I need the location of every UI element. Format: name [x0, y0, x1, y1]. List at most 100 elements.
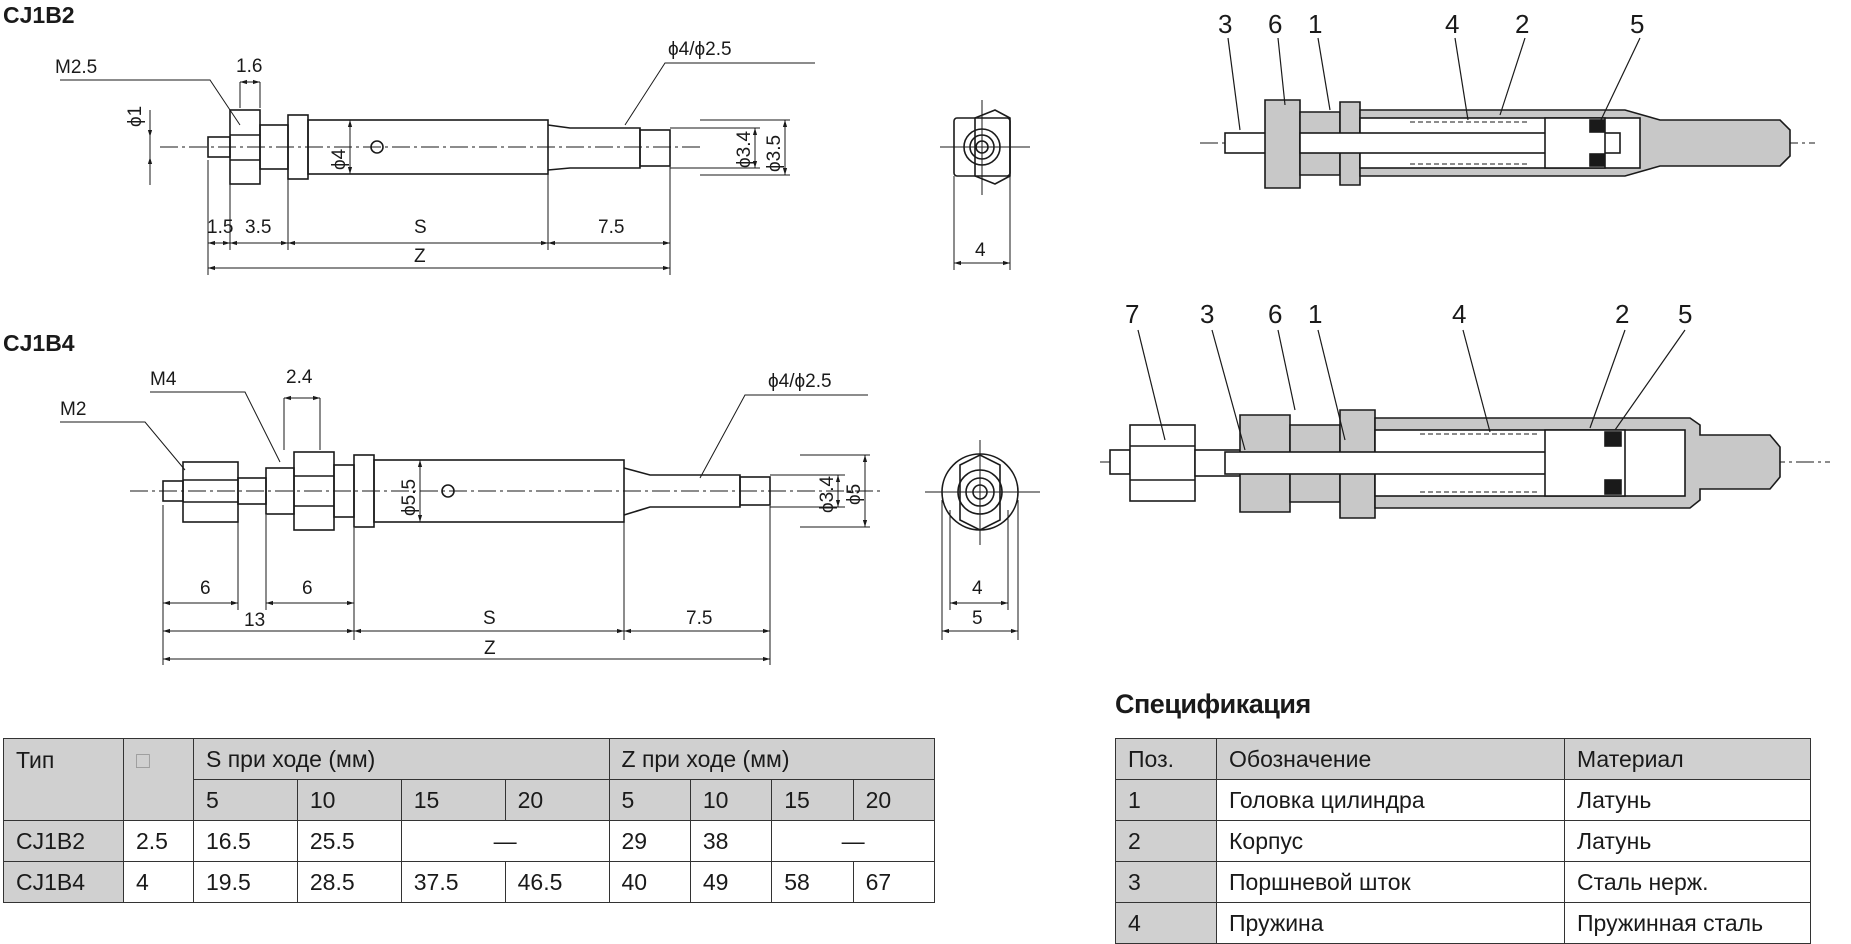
box-cell: 4: [123, 861, 194, 903]
spec-name: Корпус: [1216, 820, 1565, 862]
value-cell: —: [771, 820, 935, 862]
cj1b2-nut-width-label: 1.6: [236, 56, 262, 77]
header-box: □: [123, 738, 194, 821]
value-cell: —: [400, 820, 610, 862]
cj1b4-dim-z: Z: [484, 638, 496, 659]
cutaway-cj1b2-leaders: [1227, 37, 1641, 131]
value-cell: 40: [608, 861, 691, 903]
cj1b2-rod-dia-label: ϕ1: [125, 106, 146, 127]
stroke-col: 20: [504, 779, 610, 821]
technical-drawings: M2.5 ϕ1 1.6 ϕ4/ϕ2.5 ϕ4 ϕ3.4 ϕ3.5 1.5 3.5…: [55, 9, 1830, 665]
callout-7-bottom: 7: [1125, 299, 1139, 329]
callout-1-bottom: 1: [1308, 299, 1322, 329]
spec-pos: 2: [1115, 820, 1217, 862]
callout-2-bottom: 2: [1615, 299, 1629, 329]
cj1b4-dimension-lines: [60, 391, 870, 665]
table-row: CJ1B4 4 19.5 28.5 37.5 46.5 40 49 58 67: [3, 861, 936, 903]
value-cell: 19.5: [193, 861, 298, 903]
value-cell: 25.5: [296, 820, 402, 862]
model-title-cj1b4: CJ1B4: [3, 330, 75, 356]
cj1b2-hex-label: 4: [975, 240, 986, 261]
cj1b2-dim-z: Z: [414, 246, 426, 267]
table-row: 1 Головка цилиндра Латунь: [1115, 779, 1811, 821]
stroke-col: 20: [852, 779, 936, 821]
value-cell: 37.5: [400, 861, 506, 903]
spec-material: Латунь: [1564, 779, 1811, 821]
spec-material: Пружинная сталь: [1564, 902, 1811, 944]
cj1b4-thread1-label: M2: [60, 399, 86, 420]
stroke-col: 10: [689, 779, 773, 821]
cj1b4-body-dia-label: ϕ5.5: [399, 479, 420, 516]
spec-title: Спецификация: [1115, 689, 1311, 719]
cj1b2-dimension-lines: [60, 62, 815, 275]
spec-material: Сталь нерж.: [1564, 861, 1811, 903]
spec-header-name: Обозначение: [1216, 738, 1565, 780]
callout-5-top: 5: [1630, 9, 1644, 39]
stroke-col: 10: [296, 779, 402, 821]
callout-3-top: 3: [1218, 9, 1232, 39]
cj1b4-dim-c: 7.5: [686, 608, 712, 629]
type-cell: CJ1B4: [3, 861, 124, 903]
table-row: 3 Поршневой шток Сталь нерж.: [1115, 861, 1811, 903]
stroke-col: 15: [400, 779, 506, 821]
cutaway-cj1b4: [1100, 409, 1830, 519]
model-title-cj1b2: CJ1B2: [3, 2, 75, 28]
cj1b4-tube2-dia-label: ϕ5: [844, 484, 865, 505]
cj1b2-end-view: [940, 100, 1030, 270]
cj1b4-dim-a: 6: [200, 578, 211, 599]
value-cell: 38: [689, 820, 773, 862]
cj1b4-end-view: [925, 440, 1040, 640]
header-z-stroke: Z при ходе (мм): [608, 738, 935, 780]
table-row: 4 Пружина Пружинная сталь: [1115, 902, 1811, 944]
callout-2-top: 2: [1515, 9, 1529, 39]
cj1b2-side-view: [160, 109, 700, 185]
cj1b4-hex2-label: 5: [972, 608, 983, 629]
callout-6-bottom: 6: [1268, 299, 1282, 329]
callout-3-bottom: 3: [1200, 299, 1214, 329]
cj1b2-dim-s: S: [414, 217, 427, 238]
cj1b2-body-dia-label: ϕ4: [329, 148, 350, 170]
cj1b4-dim-b: 6: [302, 578, 313, 599]
callout-4-bottom: 4: [1452, 299, 1466, 329]
table-row: 2 Корпус Латунь: [1115, 820, 1811, 862]
spec-name: Пружина: [1216, 902, 1565, 944]
spec-header-material: Материал: [1564, 738, 1811, 780]
spec-name: Поршневой шток: [1216, 861, 1565, 903]
value-cell: 67: [852, 861, 936, 903]
cj1b4-dim-s: S: [483, 608, 496, 629]
cutaway-cj1b2: [1200, 99, 1815, 189]
callout-6-top: 6: [1268, 9, 1282, 39]
spec-pos: 3: [1115, 861, 1217, 903]
table-row: CJ1B2 2.5 16.5 25.5 — 29 38 —: [3, 820, 935, 862]
cj1b2-tube-dia-label: ϕ3.4: [734, 131, 755, 168]
cj1b2-thread-label: M2.5: [55, 57, 97, 78]
cj1b4-tube-dia-label: ϕ3.4: [817, 476, 838, 513]
cj1b4-nut-width-label: 2.4: [286, 367, 313, 388]
cj1b2-dim-a: 1.5: [207, 217, 233, 238]
value-cell: 49: [689, 861, 773, 903]
callout-4-top: 4: [1445, 9, 1459, 39]
header-type: Тип: [3, 738, 124, 821]
spec-pos: 4: [1115, 902, 1217, 944]
cj1b2-tube2-dia-label: ϕ3.5: [764, 135, 785, 172]
callout-1-top: 1: [1308, 9, 1322, 39]
cj1b4-thread2-label: M4: [150, 369, 177, 390]
stroke-col: 15: [771, 779, 854, 821]
cutaway-cj1b4-leaders: [1137, 329, 1686, 451]
value-cell: 16.5: [193, 820, 298, 862]
cj1b2-port-label: ϕ4/ϕ2.5: [668, 39, 732, 60]
cj1b4-side-view: [130, 451, 880, 531]
spec-material: Латунь: [1564, 820, 1811, 862]
cj1b4-port-label: ϕ4/ϕ2.5: [768, 371, 832, 392]
box-cell: 2.5: [123, 820, 194, 862]
dimensions-table: Тип □ S при ходе (мм) Z при ходе (мм) 5 …: [3, 738, 936, 903]
value-cell: 29: [608, 820, 691, 862]
spec-name: Головка цилиндра: [1216, 779, 1565, 821]
stroke-col: 5: [193, 779, 298, 821]
spec-header-pos: Поз.: [1115, 738, 1217, 780]
type-cell: CJ1B2: [3, 820, 124, 862]
value-cell: 46.5: [504, 861, 610, 903]
spec-table: Поз. Обозначение Материал 1 Головка цили…: [1115, 738, 1811, 944]
spec-pos: 1: [1115, 779, 1217, 821]
stroke-col: 5: [608, 779, 691, 821]
